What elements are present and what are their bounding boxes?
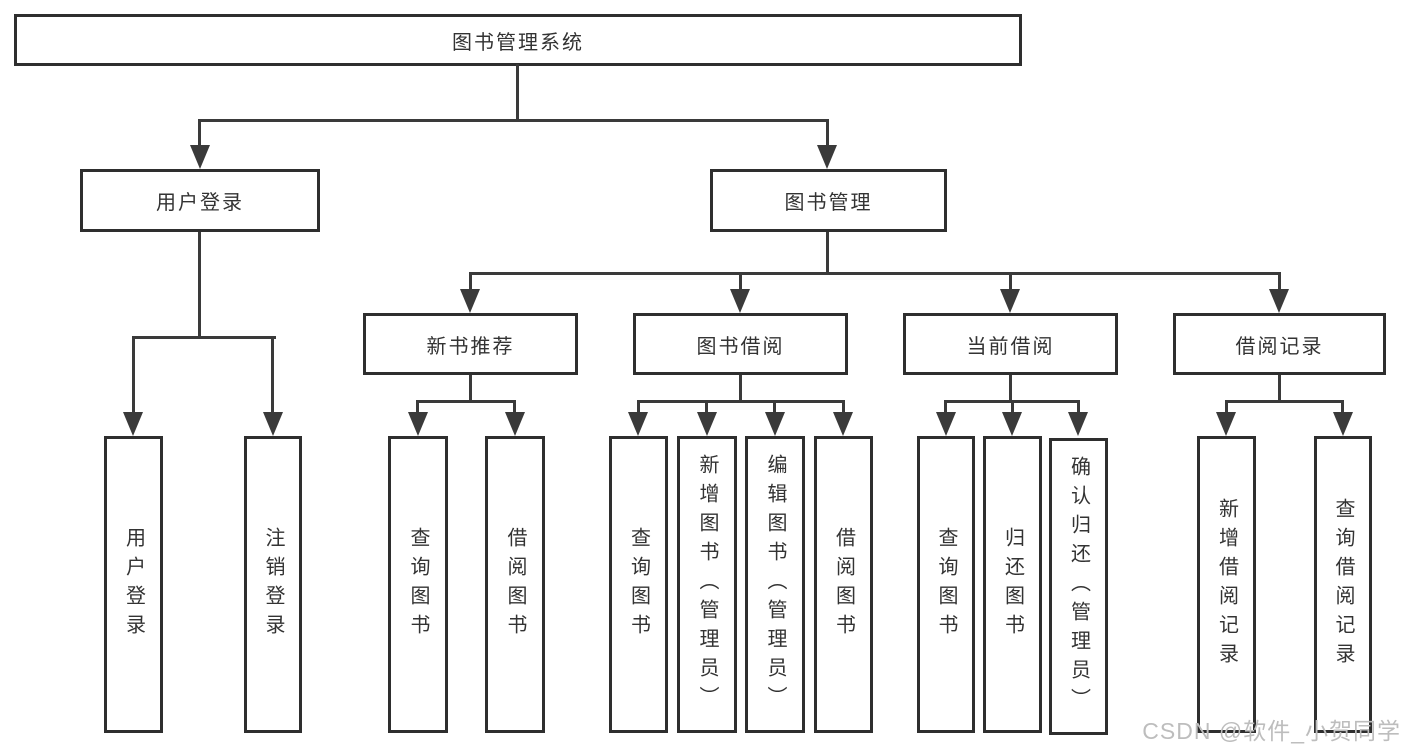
arrow-down-icon: [817, 145, 837, 169]
node-current-borrow: 当前借阅: [903, 313, 1118, 375]
node-label: 查询借阅记录: [1332, 497, 1354, 672]
connector-line: [469, 272, 472, 292]
arrow-down-icon: [730, 289, 750, 313]
connector-line: [1009, 375, 1012, 403]
arrow-down-icon: [1002, 412, 1022, 436]
connector-line: [1278, 272, 1281, 292]
node-label: 查询图书: [935, 526, 957, 643]
arrow-down-icon: [1068, 412, 1088, 436]
node-leaf-query-books: 查询图书: [609, 436, 668, 733]
connector-line: [705, 400, 708, 414]
connector-line: [271, 336, 274, 416]
connector-line: [1009, 272, 1012, 292]
node-book-borrow: 图书借阅: [633, 313, 848, 375]
connector-line: [1225, 400, 1344, 403]
arrow-down-icon: [190, 145, 210, 169]
node-label: 新增图书（管理员）: [696, 454, 718, 715]
node-leaf-user-login: 用户登录: [104, 436, 163, 733]
node-label: 当前借阅: [966, 335, 1055, 358]
node-book-management: 图书管理: [710, 169, 947, 232]
arrow-down-icon: [697, 412, 717, 436]
connector-line: [417, 400, 516, 403]
arrow-down-icon: [1333, 412, 1353, 436]
connector-line: [469, 272, 1281, 275]
connector-line: [773, 400, 776, 414]
node-leaf-return-books: 归还图书: [983, 436, 1042, 733]
arrow-down-icon: [460, 289, 480, 313]
node-label: 借阅记录: [1235, 335, 1324, 358]
connector-line: [198, 119, 829, 122]
node-label: 注销登录: [262, 526, 284, 643]
connector-line: [944, 400, 947, 414]
node-new-book-recommend: 新书推荐: [363, 313, 578, 375]
node-leaf-logout: 注销登录: [244, 436, 302, 733]
connector-line: [739, 375, 742, 403]
node-label: 借阅图书: [504, 526, 526, 643]
node-user-login: 用户登录: [80, 169, 320, 232]
connector-line: [132, 336, 276, 339]
arrow-down-icon: [936, 412, 956, 436]
node-leaf-add-borrow-record: 新增借阅记录: [1197, 436, 1256, 733]
arrow-down-icon: [833, 412, 853, 436]
connector-line: [826, 119, 829, 147]
arrow-down-icon: [1269, 289, 1289, 313]
arrow-down-icon: [263, 412, 283, 436]
arrow-down-icon: [765, 412, 785, 436]
node-leaf-edit-books-admin: 编辑图书（管理员）: [745, 436, 805, 733]
connector-line: [132, 336, 135, 416]
node-label: 确认归还（管理员）: [1067, 456, 1090, 717]
arrow-down-icon: [1216, 412, 1236, 436]
node-borrow-records: 借阅记录: [1173, 313, 1386, 375]
node-leaf-query-borrow-record: 查询借阅记录: [1314, 436, 1372, 733]
node-leaf-borrow-books: 借阅图书: [814, 436, 873, 733]
watermark: CSDN @软件_小贺同学: [1142, 718, 1401, 744]
arrow-down-icon: [628, 412, 648, 436]
node-leaf-query-books: 查询图书: [388, 436, 448, 733]
arrow-down-icon: [408, 412, 428, 436]
connector-line: [198, 119, 201, 147]
node-label: 新书推荐: [426, 335, 515, 358]
connector-line: [469, 375, 472, 403]
node-label: 查询图书: [627, 526, 650, 643]
connector-line: [513, 400, 516, 414]
connector-line: [826, 232, 829, 275]
node-label: 借阅图书: [832, 526, 855, 643]
connector-line: [416, 400, 419, 414]
node-root: 图书管理系统: [14, 14, 1022, 66]
connector-line: [842, 400, 845, 414]
connector-line: [1011, 400, 1014, 414]
node-leaf-borrow-books: 借阅图书: [485, 436, 545, 733]
node-label: 编辑图书（管理员）: [764, 454, 786, 715]
arrow-down-icon: [1000, 289, 1020, 313]
node-leaf-confirm-return-admin: 确认归还（管理员）: [1049, 438, 1108, 735]
connector-line: [637, 400, 640, 414]
connector-line: [516, 64, 519, 120]
arrow-down-icon: [123, 412, 143, 436]
node-leaf-query-books: 查询图书: [917, 436, 975, 733]
node-label: 图书管理系统: [452, 31, 584, 54]
node-label: 图书借阅: [696, 335, 785, 358]
connector-line: [198, 232, 201, 339]
node-label: 归还图书: [1001, 526, 1024, 643]
node-leaf-add-books-admin: 新增图书（管理员）: [677, 436, 737, 733]
arrow-down-icon: [505, 412, 525, 436]
connector-line: [1077, 400, 1080, 414]
connector-line: [1225, 400, 1228, 414]
connector-line: [1278, 375, 1281, 403]
connector-line: [1341, 400, 1344, 414]
connector-line: [637, 400, 845, 403]
connector-line: [739, 272, 742, 292]
node-label: 查询图书: [407, 526, 429, 643]
node-label: 用户登录: [156, 192, 244, 214]
node-label: 用户登录: [122, 526, 145, 643]
node-label: 图书管理: [784, 192, 873, 214]
node-label: 新增借阅记录: [1215, 497, 1238, 672]
